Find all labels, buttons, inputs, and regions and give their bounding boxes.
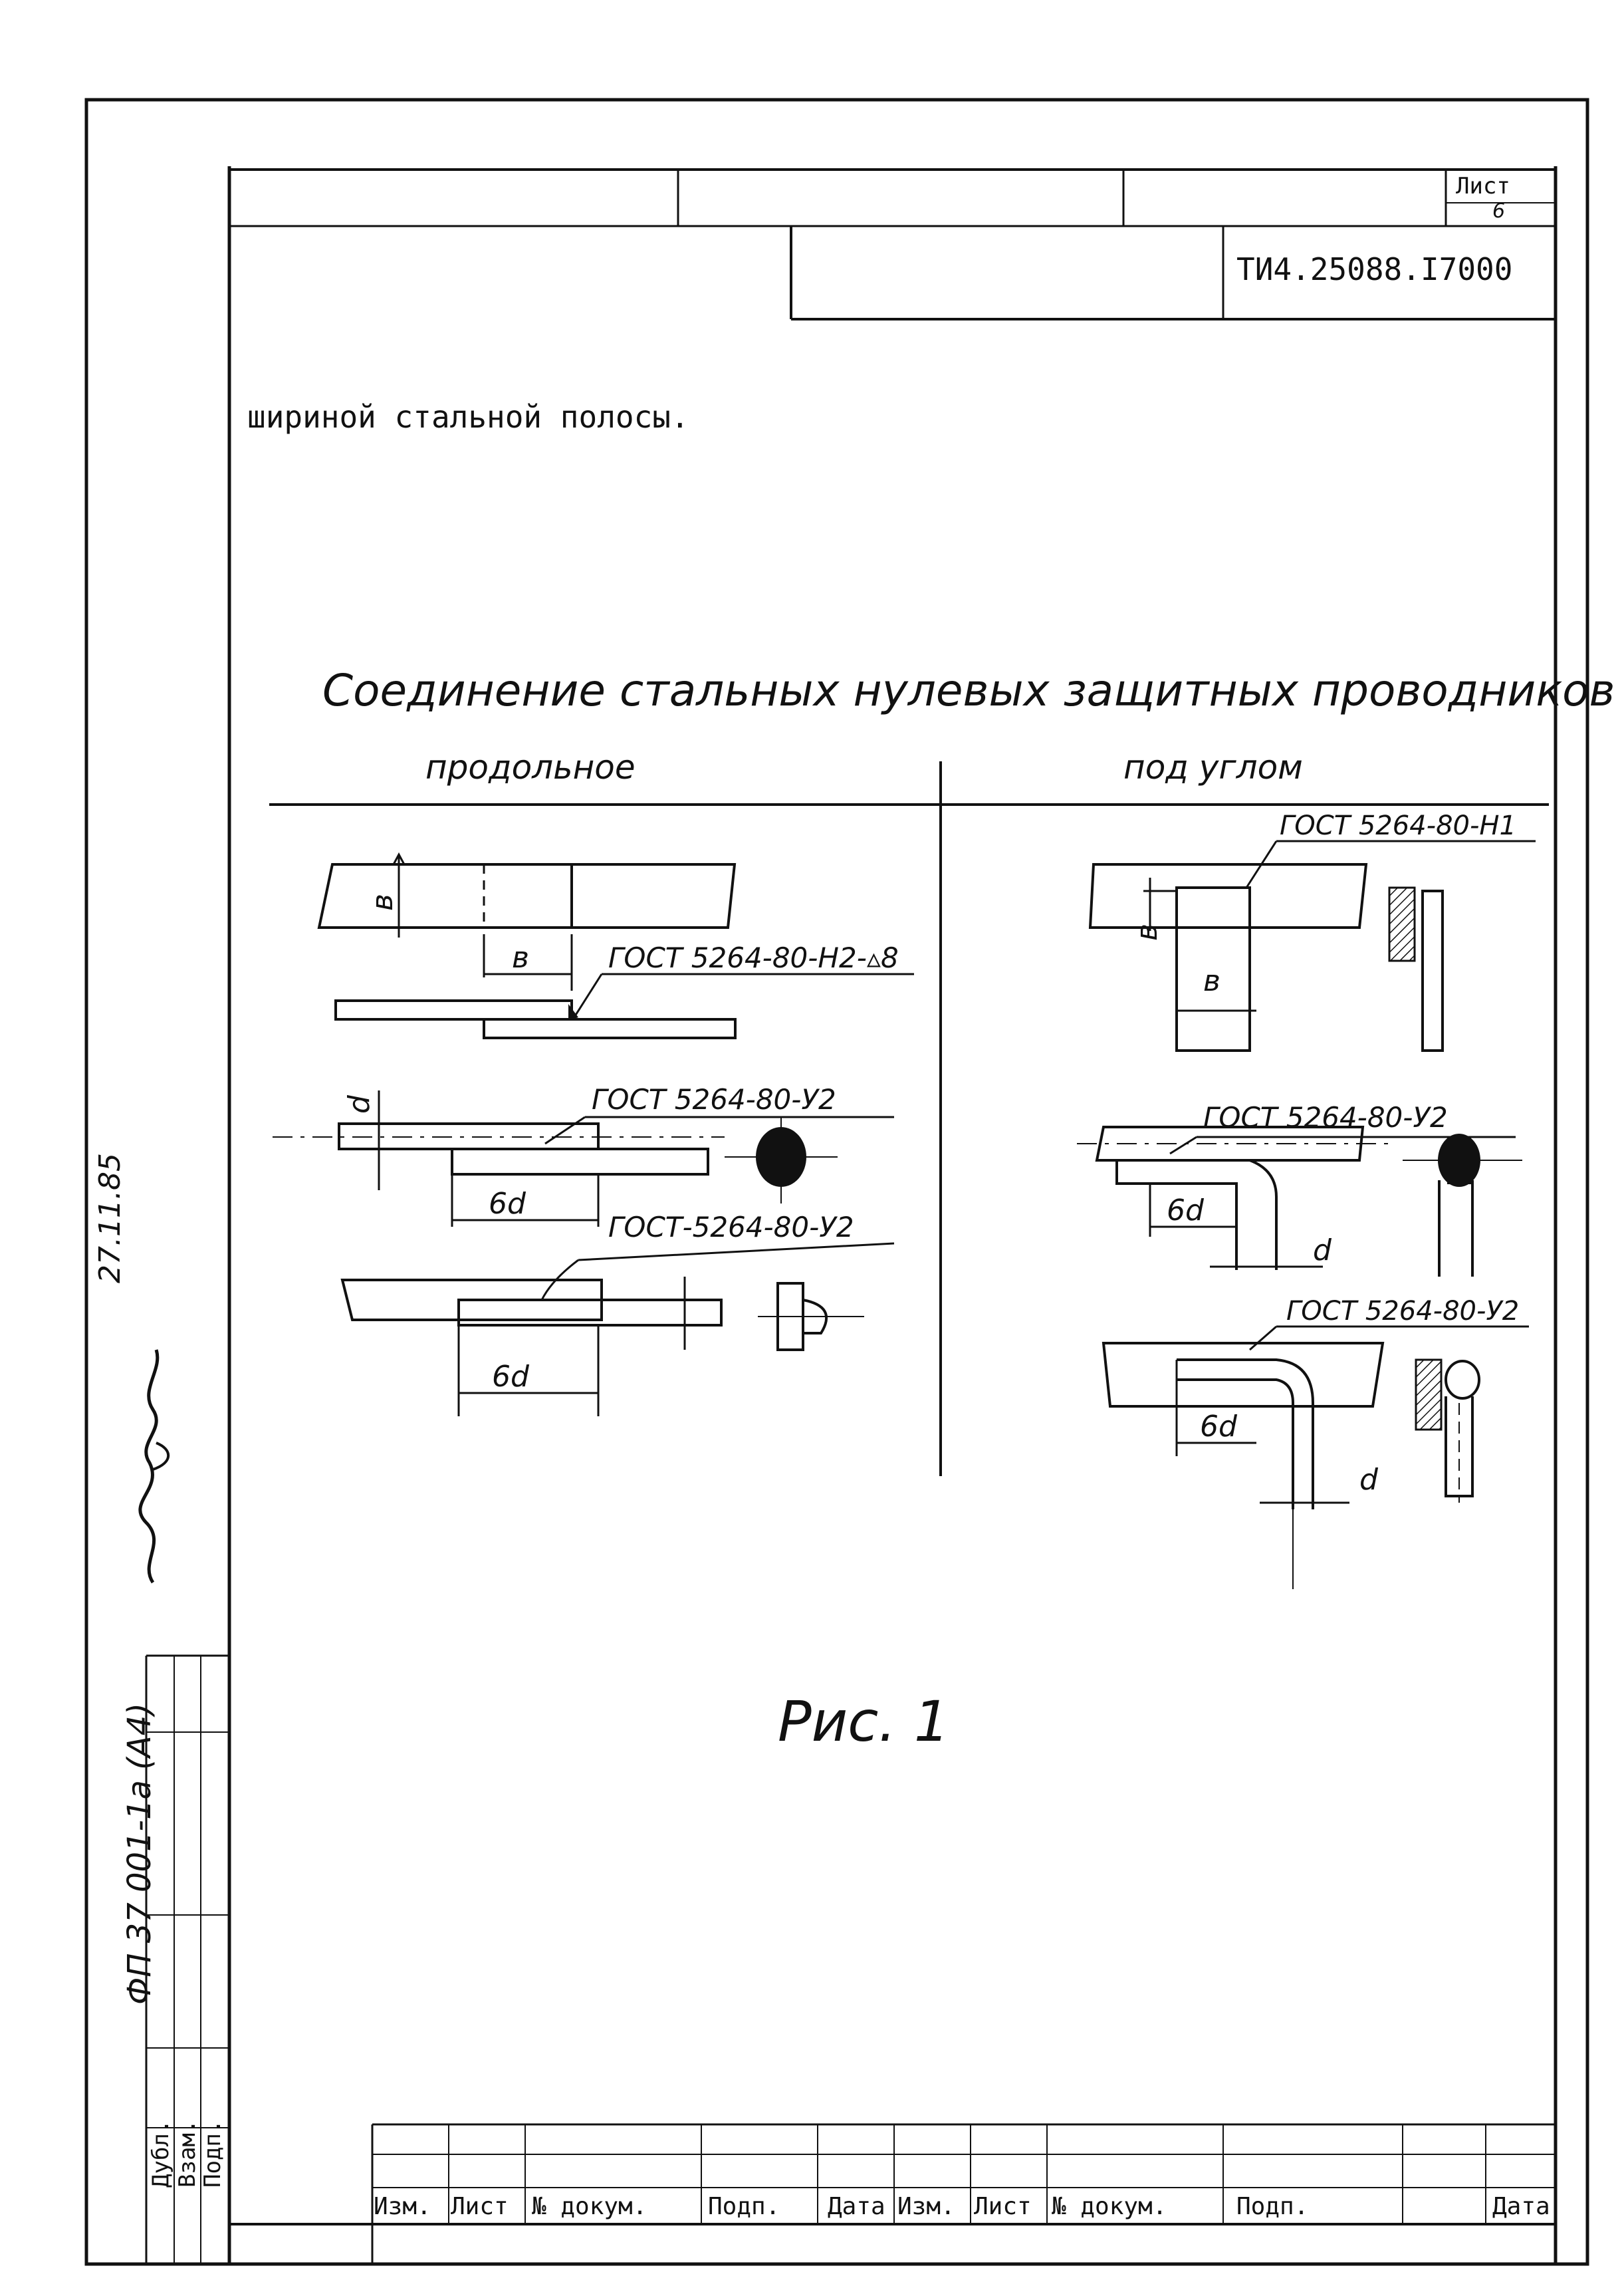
gost-h2-label: ГОСТ 5264-80-Н2-▵8: [608, 942, 899, 974]
fillet-weld-u2-view: [340, 1242, 895, 1416]
dim-d-1: d: [342, 1094, 376, 1114]
col-list-2: Лист: [974, 2193, 1032, 2220]
dim-b-1: в: [366, 894, 400, 911]
right-heading: под углом: [1123, 748, 1303, 787]
sheet-label: Лист: [1456, 173, 1510, 199]
figure-caption: Рис. 1: [778, 1689, 950, 1754]
gost-u2-d-label: ГОСТ 5264-80-У2: [1286, 1296, 1519, 1327]
col-data-2: Дата: [1492, 2193, 1550, 2220]
lap-weld-u2-view: [273, 1090, 894, 1227]
stamp-cell-vzam: Взам.: [174, 2119, 201, 2188]
gost-u2-c-label: ГОСТ 5264-80-У2: [1203, 1101, 1448, 1134]
dim-d-3: d: [1359, 1463, 1379, 1497]
col-podp-1: Подп.: [708, 2193, 780, 2220]
dim-b-3: в: [1130, 924, 1164, 941]
col-podp-2: Подп.: [1236, 2193, 1309, 2220]
col-dokum-1: № докум.: [532, 2193, 647, 2220]
signature: [138, 1349, 170, 1584]
body-text: шириной стальной полосы.: [247, 399, 689, 435]
stamp-cell-podp: Подп.: [199, 2119, 226, 2188]
stamp-cell-dubl: Дубл.: [148, 2119, 174, 2188]
col-izm-2: Изм.: [897, 2193, 955, 2220]
gost-u2-b-label: ГОСТ-5264-80-У2: [608, 1211, 854, 1243]
left-heading: продольное: [425, 748, 636, 787]
lap-joint-side-view: [334, 934, 914, 1039]
tee-h1-view: [1088, 840, 1536, 1052]
col-izm-1: Изм.: [374, 2193, 431, 2220]
dim-6d-1: 6d: [489, 1187, 526, 1221]
figure-title: Соединение стальных нулевых защитных про…: [322, 665, 1615, 716]
doc-code: ТИ4.25088.І7000: [1236, 251, 1513, 287]
longitudinal-plan-view: [317, 852, 737, 938]
gost-h1-label: ГОСТ 5264-80-Н1: [1280, 811, 1516, 841]
dim-d-2: d: [1313, 1233, 1332, 1267]
angle-bent-u2-view: [1102, 1325, 1529, 1589]
form-code: ФП 37 001-1а (А4): [121, 1703, 158, 2005]
gost-u2-a-label: ГОСТ 5264-80-У2: [592, 1083, 836, 1116]
dim-b-4: в: [1203, 964, 1220, 998]
col-data-1: Дата: [828, 2193, 885, 2220]
angle-lap-u2-view: [1077, 1126, 1522, 1277]
col-list-1: Лист: [451, 2193, 509, 2220]
sheet-number: 6: [1492, 199, 1506, 223]
signature-date: 27.11.85: [93, 1153, 127, 1283]
dim-6d-3: 6d: [1167, 1194, 1205, 1227]
dim-6d-2: 6d: [492, 1360, 530, 1394]
dim-6d-4: 6d: [1200, 1410, 1238, 1444]
col-dokum-2: № докум.: [1052, 2193, 1167, 2220]
dim-b-2: в: [512, 941, 529, 975]
